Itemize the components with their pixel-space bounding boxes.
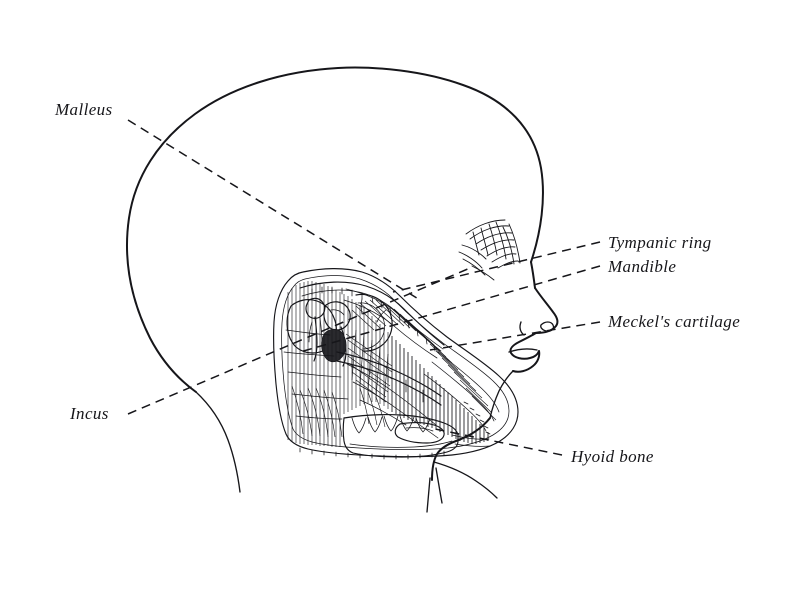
label-incus: Incus [69, 404, 109, 423]
occiput-neck-outline [195, 391, 241, 493]
leader-mandible [299, 265, 601, 353]
neck-fold-lower [435, 467, 443, 504]
hatch-zygomatic-oblique [351, 299, 497, 421]
zygomatic-arch-lower [343, 299, 438, 359]
mouth-line [508, 348, 538, 353]
hatch-crosshatch-deep [345, 329, 393, 403]
temporal-squama-plate [299, 281, 445, 346]
label-mandible: Mandible [607, 257, 676, 276]
dissection-mass [273, 268, 519, 460]
cranial-vault-outline [126, 66, 544, 393]
leader-incus [127, 267, 471, 415]
jawline-neck-outline [431, 417, 491, 481]
hatch-pharyngeal [391, 336, 489, 444]
head-outline-group [126, 66, 559, 513]
leader-lines-group [127, 119, 601, 456]
leader-malleus [127, 119, 421, 301]
hyoid-bone-structure [394, 422, 445, 444]
forehead-outline [530, 261, 536, 289]
leader-meckels [429, 321, 601, 351]
dissection-outer-boundary [273, 268, 519, 458]
lips-chin-profile [509, 332, 541, 373]
tympanic-ring-structure [355, 293, 393, 352]
leader-hyoid [429, 427, 563, 456]
mandible-body-structure [342, 414, 459, 458]
label-hyoid-bone: Hyoid bone [570, 447, 654, 466]
temporal-squama-plate-inner [301, 289, 442, 352]
eyebrow-icon [458, 219, 521, 281]
leader-tympanic [392, 241, 601, 293]
chin-outline [489, 370, 514, 419]
neck-fold-upper [433, 461, 498, 499]
neck-midline [426, 477, 431, 513]
hatch-muscle-fibres [291, 385, 386, 438]
hatch-mastoid [287, 281, 389, 447]
suture-beading-lower [299, 447, 445, 460]
suture-beading-anterior [463, 401, 491, 435]
labels-group: Malleus Tympanic ring Mandible Meckel's … [54, 100, 740, 466]
label-tympanic-ring: Tympanic ring [608, 233, 712, 252]
label-malleus: Malleus [54, 100, 113, 119]
label-meckels-cartilage: Meckel's cartilage [607, 312, 740, 331]
